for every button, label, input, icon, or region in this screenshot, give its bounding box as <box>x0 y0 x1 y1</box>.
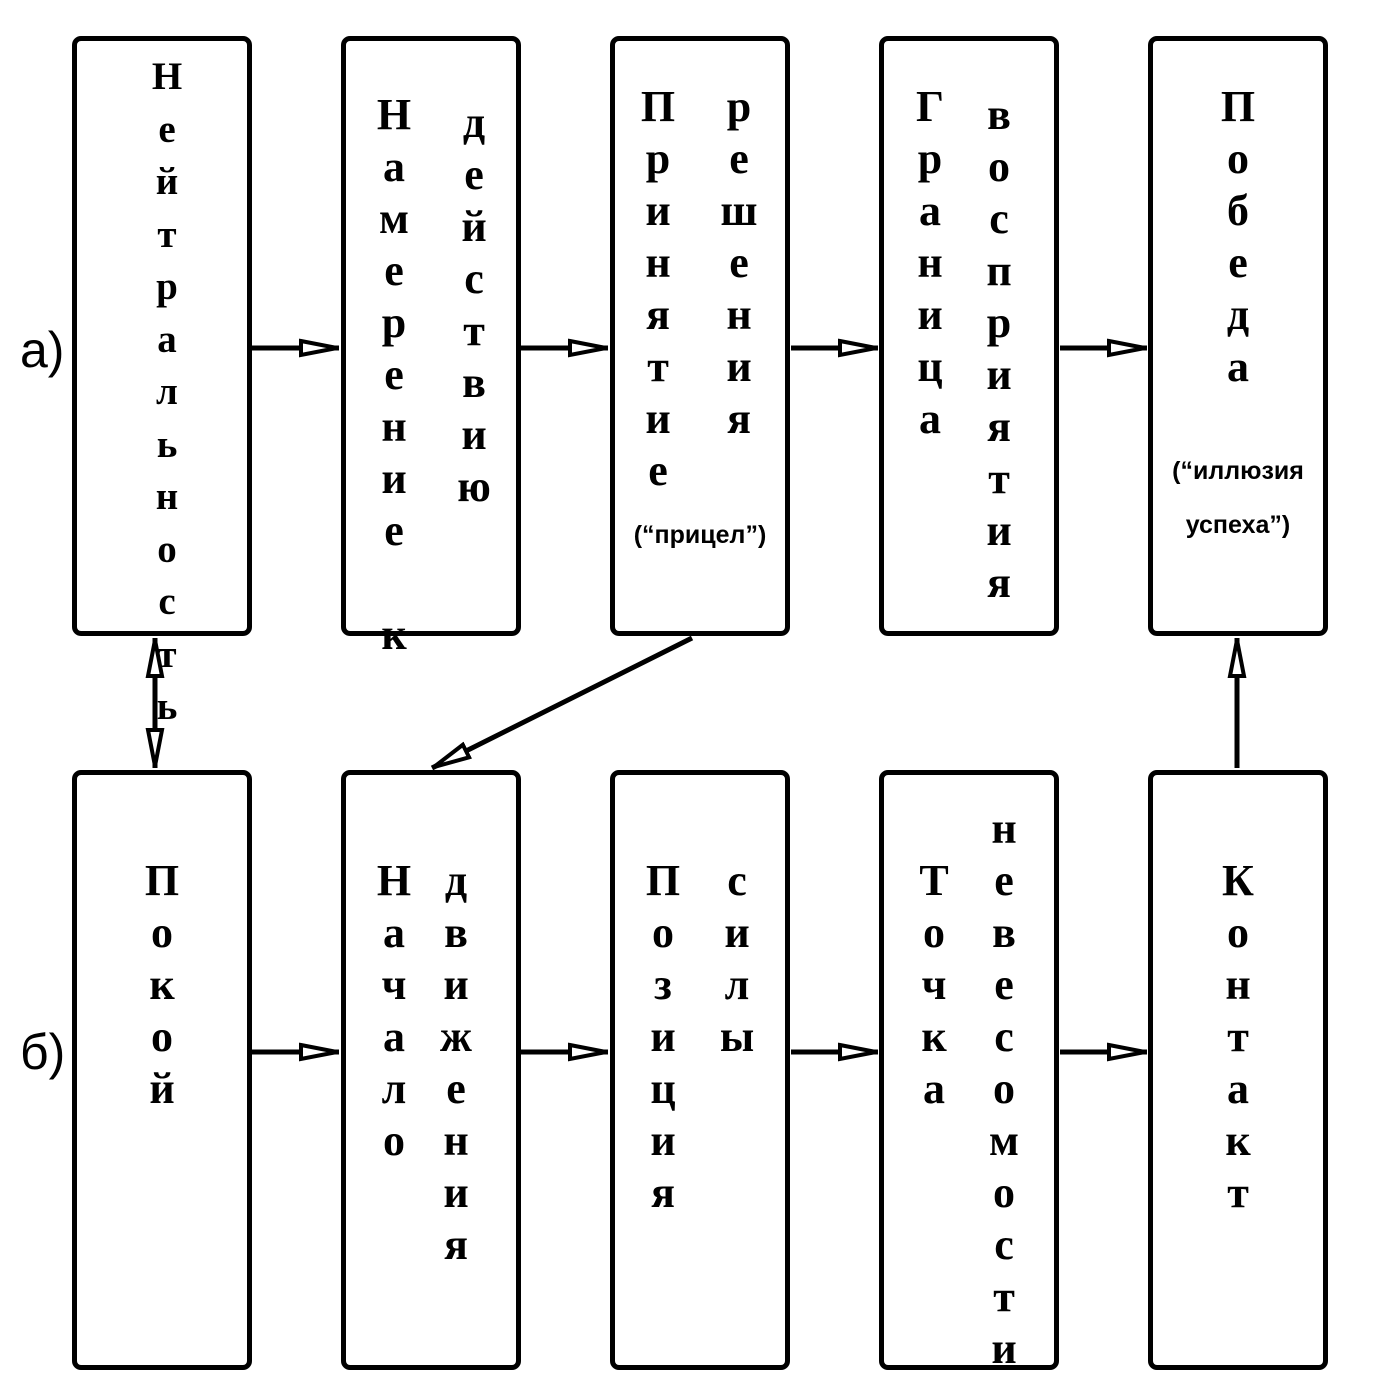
box-movement-start: Н а ч а л о д в и ж е н и я <box>341 770 521 1370</box>
box-movement-start-text-2: д в и ж е н и я <box>440 856 472 1269</box>
box-weightless-point: Т о ч к а н е в е с о м о с т и <box>879 770 1059 1373</box>
box-power-position: П о з и ц и я с и л ы <box>610 770 790 1370</box>
box-movement-start-text-1: Н а ч а л о <box>376 856 412 1165</box>
box-neutrality-text: Н е й т р а л ь н о с т ь <box>151 55 183 728</box>
box-victory-note-line-2: успеха”) <box>1185 511 1291 539</box>
box-contact: К о н т а к т <box>1148 770 1328 1370</box>
box-victory-text: П о б е д а <box>1220 82 1256 391</box>
row-label-a: а) <box>20 322 65 378</box>
box-rest-text: П о к о й <box>144 856 180 1113</box>
box-perception-border-text-1: Г р а н и ц а <box>916 82 944 443</box>
row-label-b: б) <box>20 1024 66 1080</box>
box-contact-text: К о н т а к т <box>1222 856 1254 1217</box>
box-perception-border: Г р а н и ц а в о с п р и я т и я <box>879 36 1059 636</box>
box-intention-text-2: д е й с т в и ю <box>457 98 491 511</box>
box-power-position-text-1: П о з и ц и я <box>645 856 681 1217</box>
box-weightless-point-text-2: н е в е с о м о с т и <box>989 804 1019 1373</box>
box-decision-note: (“прицел”) <box>633 521 767 549</box>
box-intention: Н а м е р е н и е к д е й с т в и ю <box>341 36 521 659</box>
arrow-decision-movement <box>430 635 694 771</box>
box-decision: П р и н я т и е р е ш е н и я (“прицел”) <box>610 36 790 636</box>
box-power-position-text-2: с и л ы <box>719 856 755 1061</box>
box-decision-text-2: р е ш е н и я <box>720 82 758 443</box>
box-rest: П о к о й <box>72 770 252 1370</box>
box-weightless-point-text-1: Т о ч к а <box>919 856 949 1113</box>
box-perception-border-text-2: в о с п р и я т и я <box>986 90 1012 607</box>
box-decision-text-1: П р и н я т и е <box>640 82 676 495</box>
box-neutrality: Н е й т р а л ь н о с т ь <box>72 36 252 728</box>
box-intention-text-1: Н а м е р е н и е к <box>376 90 412 659</box>
box-victory-note-line-1: (“иллюзия <box>1172 457 1304 485</box>
box-victory: П о б е д а (“иллюзия успеха”) <box>1148 36 1328 636</box>
